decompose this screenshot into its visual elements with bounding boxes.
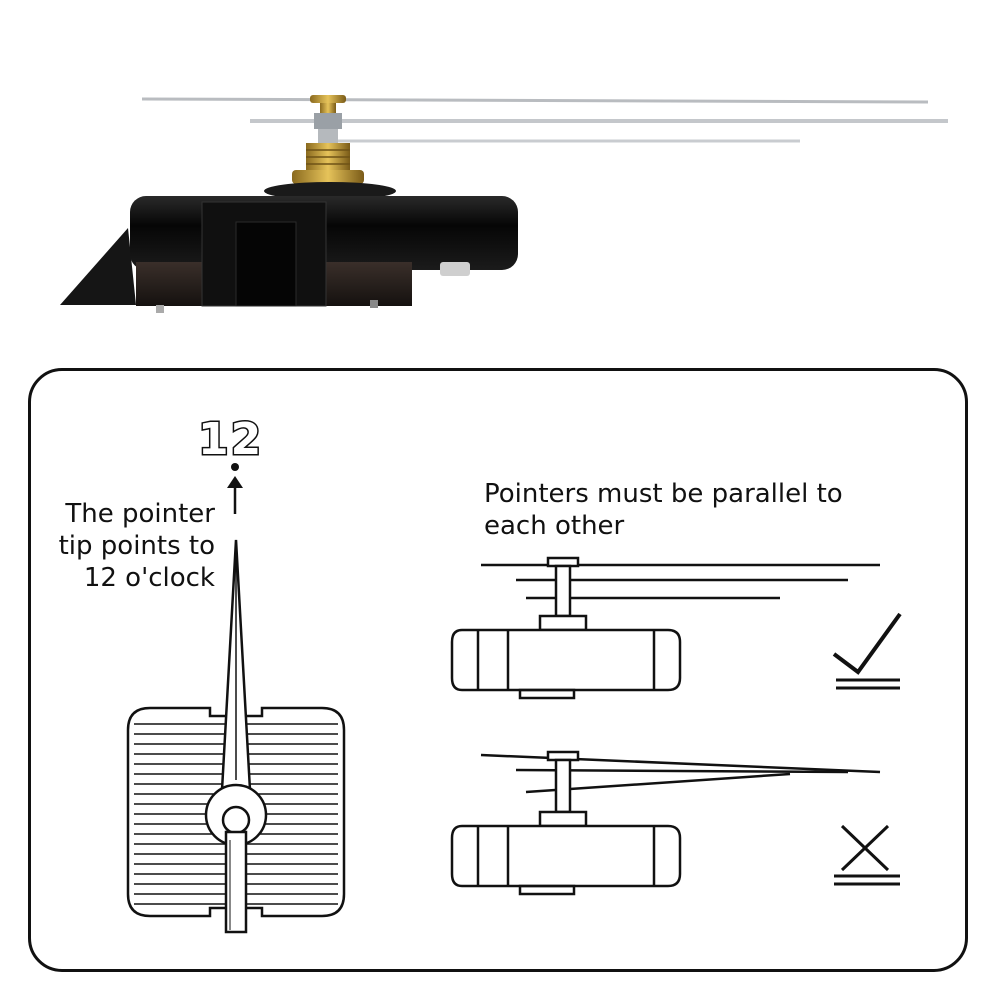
twelve-oclock-label: 12: [196, 414, 264, 465]
pointer-tip-note-line: tip points to: [58, 531, 215, 561]
parallel-note-line: each other: [484, 511, 625, 541]
cross-mark-icon: [834, 824, 900, 886]
check-mark-icon: [832, 612, 902, 690]
photo-shaft: [264, 95, 396, 200]
pointer-tip-note: The pointer tip points to 12 o'clock: [59, 498, 215, 594]
instruction-panel: [28, 368, 968, 972]
pointer-tip-note-line: 12 o'clock: [83, 563, 215, 593]
photo-hands: [141, 97, 948, 143]
parallel-note: Pointers must be parallel to each other: [484, 478, 843, 542]
clock-movement-photo: [60, 95, 948, 313]
arrow-to-12: [227, 463, 243, 514]
photo-movement-body: [60, 196, 518, 313]
pointer-tip-note-line: The pointer: [65, 499, 215, 529]
correct-example-drawing: [450, 556, 880, 700]
wrong-example-drawing: [450, 750, 881, 896]
parallel-note-line: Pointers must be parallel to: [484, 479, 843, 509]
clock-hand-drawing: [204, 539, 268, 934]
